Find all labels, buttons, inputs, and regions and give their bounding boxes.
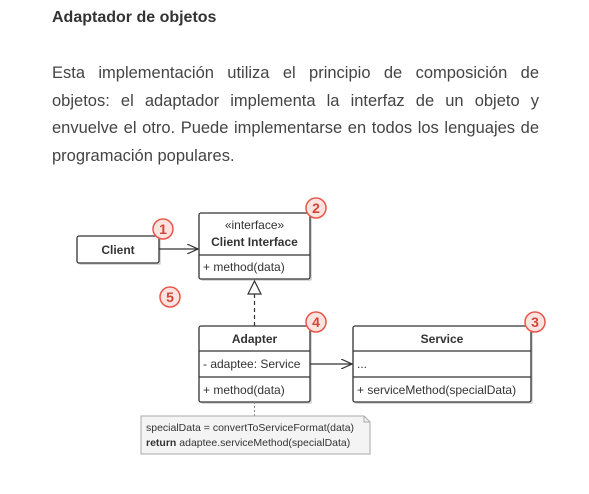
- badge-1-label: 1: [159, 221, 167, 237]
- badge-5: 5: [159, 286, 181, 308]
- badge-5-label: 5: [166, 289, 174, 305]
- service-name: Service: [421, 332, 464, 346]
- adapter-name: Adapter: [232, 332, 278, 346]
- adapter-method: + method(data): [203, 383, 285, 397]
- client-interface-name: Client Interface: [211, 235, 298, 249]
- adapter-box: Adapter - adaptee: Service + method(data…: [198, 325, 312, 404]
- badge-3-label: 3: [531, 314, 539, 330]
- badge-2-label: 2: [312, 200, 320, 216]
- service-method: + serviceMethod(specialData): [357, 383, 516, 397]
- client-label: Client: [101, 243, 134, 257]
- client-interface-stereotype: «interface»: [225, 218, 285, 232]
- service-field: ...: [357, 357, 367, 371]
- section-heading: Adaptador de objetos: [52, 9, 217, 26]
- code-note: specialData = convertToServiceFormat(dat…: [140, 415, 371, 455]
- realization-arrow: [247, 279, 262, 326]
- badge-1: 1: [152, 218, 174, 240]
- client-interface-box: «interface» Client Interface + method(da…: [198, 212, 312, 281]
- client-interface-method: + method(data): [203, 260, 285, 274]
- adapter-field: - adaptee: Service: [203, 357, 301, 371]
- client-box: Client: [76, 235, 161, 265]
- note-return-keyword: return: [146, 437, 176, 449]
- badge-4: 4: [305, 311, 327, 333]
- badge-3: 3: [524, 311, 546, 333]
- note-line-2: return adaptee.serviceMethod(specialData…: [146, 437, 350, 449]
- badge-4-label: 4: [312, 314, 320, 330]
- service-box: Service ... + serviceMethod(specialData): [352, 325, 533, 404]
- badge-2: 2: [305, 197, 327, 219]
- note-line-1: specialData = convertToServiceFormat(dat…: [146, 422, 354, 434]
- note-return-expression: adaptee.serviceMethod(specialData): [176, 437, 350, 449]
- description-paragraph: Esta implementación utiliza el principio…: [52, 64, 539, 165]
